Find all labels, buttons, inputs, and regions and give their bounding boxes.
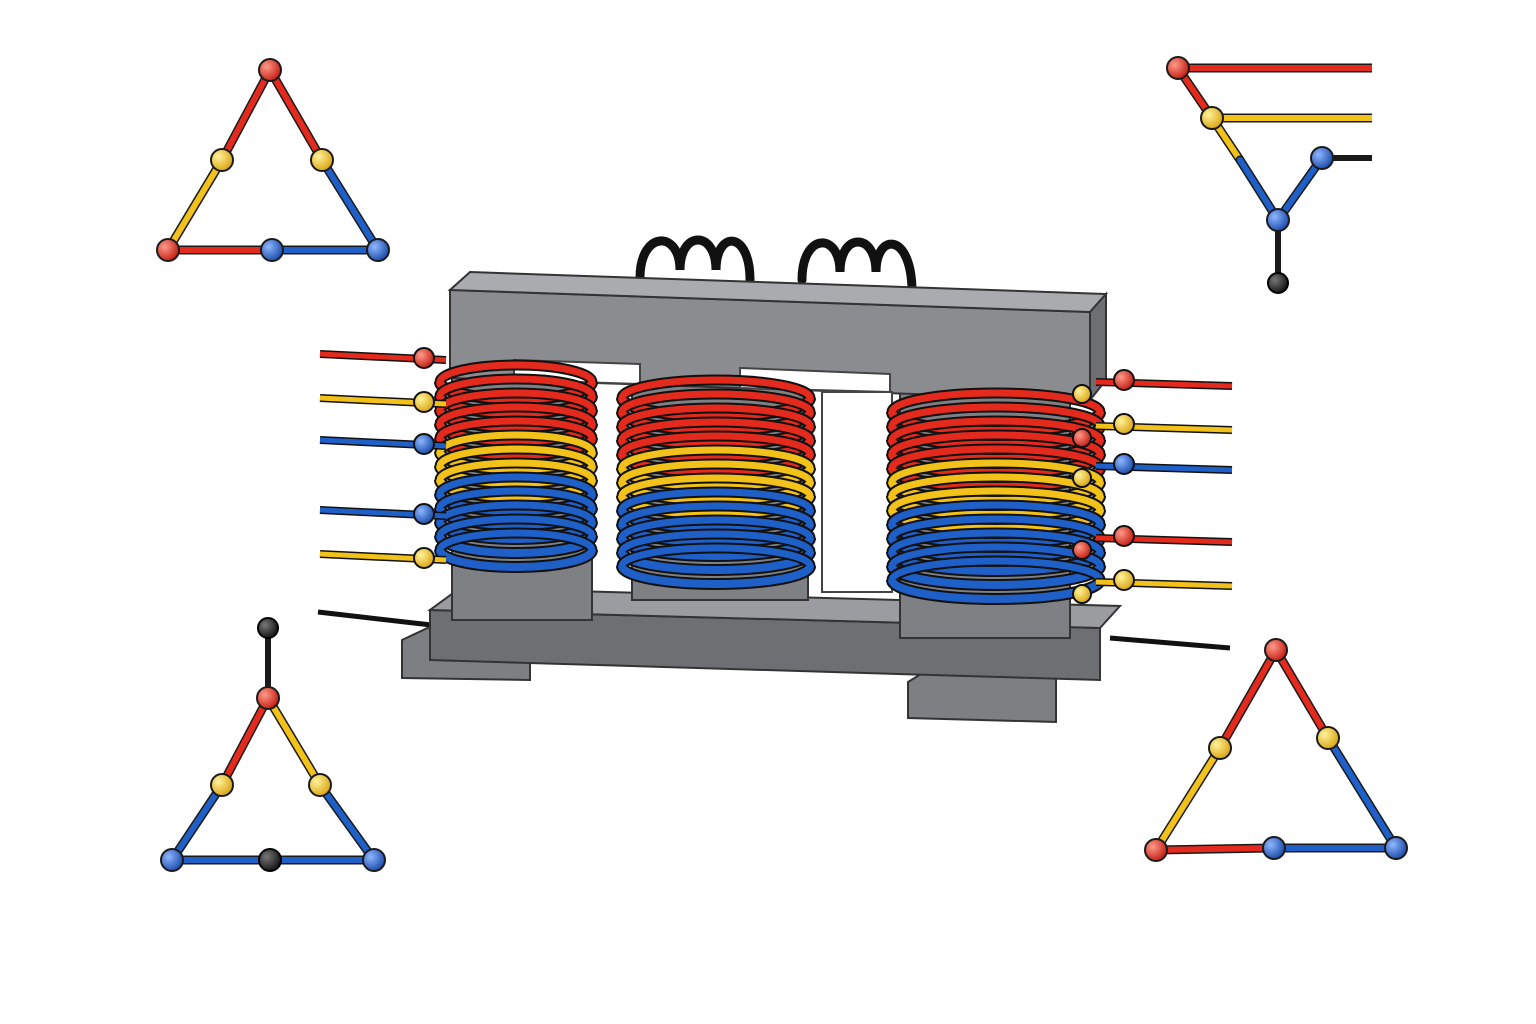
tap-right-yellow: [1072, 584, 1092, 604]
coil-turn-back-fill-red: [436, 417, 596, 439]
coil-turn-back-fill-blue: [618, 516, 814, 539]
node-yellow: [210, 148, 234, 172]
node-blue: [1384, 836, 1408, 860]
node-red: [1144, 838, 1168, 862]
coil-turn-back-fill-blue: [888, 515, 1104, 539]
coil-turn-back-fill-yellow: [888, 473, 1104, 497]
lead-black-right: [1109, 635, 1231, 651]
tap-right-red: [1072, 540, 1092, 560]
terminal-left-yellow: [413, 547, 435, 569]
left-lead-group: [319, 347, 447, 569]
node-red: [1264, 638, 1288, 662]
terminal-right-yellow: [1113, 569, 1135, 591]
terminal-left-blue: [413, 503, 435, 525]
top-jumper-loops: [635, 235, 917, 297]
terminal-left-blue: [413, 433, 435, 455]
coil-turn-back-fill-blue: [618, 544, 814, 567]
coil-turn-back-fill-blue: [618, 488, 814, 511]
node-yellow: [308, 773, 332, 797]
coil-turn-back-fill-red: [888, 389, 1104, 413]
coil-turn-back-fill-red: [888, 403, 1104, 427]
node-blue: [1310, 146, 1334, 170]
node-black: [257, 617, 279, 639]
coil-turn-front-fill-blue: [618, 565, 814, 588]
coil-turn-back-fill-red: [436, 375, 596, 397]
node-blue: [362, 848, 386, 872]
coil-turn-back-fill-red: [436, 403, 596, 425]
terminal-left-yellow: [413, 391, 435, 413]
coil-turn-back-fill-blue: [888, 557, 1104, 581]
coil-turn-back-fill-blue: [436, 501, 596, 523]
tap-right-red: [1072, 384, 1092, 404]
coil-turn-front-fill-blue: [436, 549, 596, 571]
node-blue: [160, 848, 184, 872]
delta-schematic-bottom-right: [1144, 638, 1408, 862]
node-yellow: [1208, 736, 1232, 760]
right-lead-group: [1072, 369, 1233, 604]
coil-turn-back-fill-yellow: [888, 487, 1104, 511]
coil-turn-back-fill-red: [618, 418, 814, 441]
coil-turn-back-fill-red: [618, 404, 814, 427]
coil-turn-back-fill-blue: [436, 487, 596, 509]
terminal-right-red: [1113, 369, 1135, 391]
coil-turn-back-fill-blue: [888, 501, 1104, 525]
terminal-right-blue: [1113, 453, 1135, 475]
node-yellow: [310, 148, 334, 172]
node-black: [258, 848, 282, 872]
coil-turn-back-fill-yellow: [618, 460, 814, 483]
coil-turn-back-fill-blue: [436, 515, 596, 537]
coil-turn-back-fill-blue: [618, 530, 814, 553]
coil-turn-back-fill-yellow: [436, 431, 596, 453]
node-red: [156, 238, 180, 262]
node-yellow: [1316, 726, 1340, 750]
terminal-left-red: [413, 347, 435, 369]
node-red: [258, 58, 282, 82]
tap-right-yellow: [1072, 428, 1092, 448]
coil-turn-back-fill-blue: [618, 502, 814, 525]
terminal-right-red: [1113, 525, 1135, 547]
node-blue: [1262, 836, 1286, 860]
lead-black-left: [317, 609, 441, 629]
tap-right-blue: [1072, 468, 1092, 488]
delta-schematic-top-left: [156, 58, 390, 262]
node-yellow: [210, 773, 234, 797]
coil-turn-back-fill-yellow: [436, 445, 596, 467]
coil-turn-back-fill-red: [618, 376, 814, 399]
coil-turn-back-fill-yellow: [436, 459, 596, 481]
coil-turn-back-fill-red: [436, 389, 596, 411]
node-blue: [366, 238, 390, 262]
coil-turn-back-fill-red: [888, 445, 1104, 469]
coil-turn-back-fill-red: [436, 361, 596, 383]
coil-turn-back-fill-blue: [436, 529, 596, 551]
delta-schematic-bottom-left: [160, 617, 386, 872]
coil-windings: [434, 359, 1106, 605]
coil-turn-back-fill-yellow: [618, 446, 814, 469]
wye-schematic-top-right: [1166, 56, 1372, 294]
node-blue: [1266, 208, 1290, 232]
node-blue: [260, 238, 284, 262]
terminal-right-yellow: [1113, 413, 1135, 435]
node-red: [256, 686, 280, 710]
node-black: [1267, 272, 1289, 294]
coil-turn-back-fill-yellow: [618, 474, 814, 497]
coil-turn-back-fill-red: [618, 432, 814, 455]
coil-turn-back-fill-red: [618, 390, 814, 413]
coil-turn-back-fill-blue: [436, 473, 596, 495]
node-red: [1166, 56, 1190, 80]
node-yellow: [1200, 106, 1224, 130]
